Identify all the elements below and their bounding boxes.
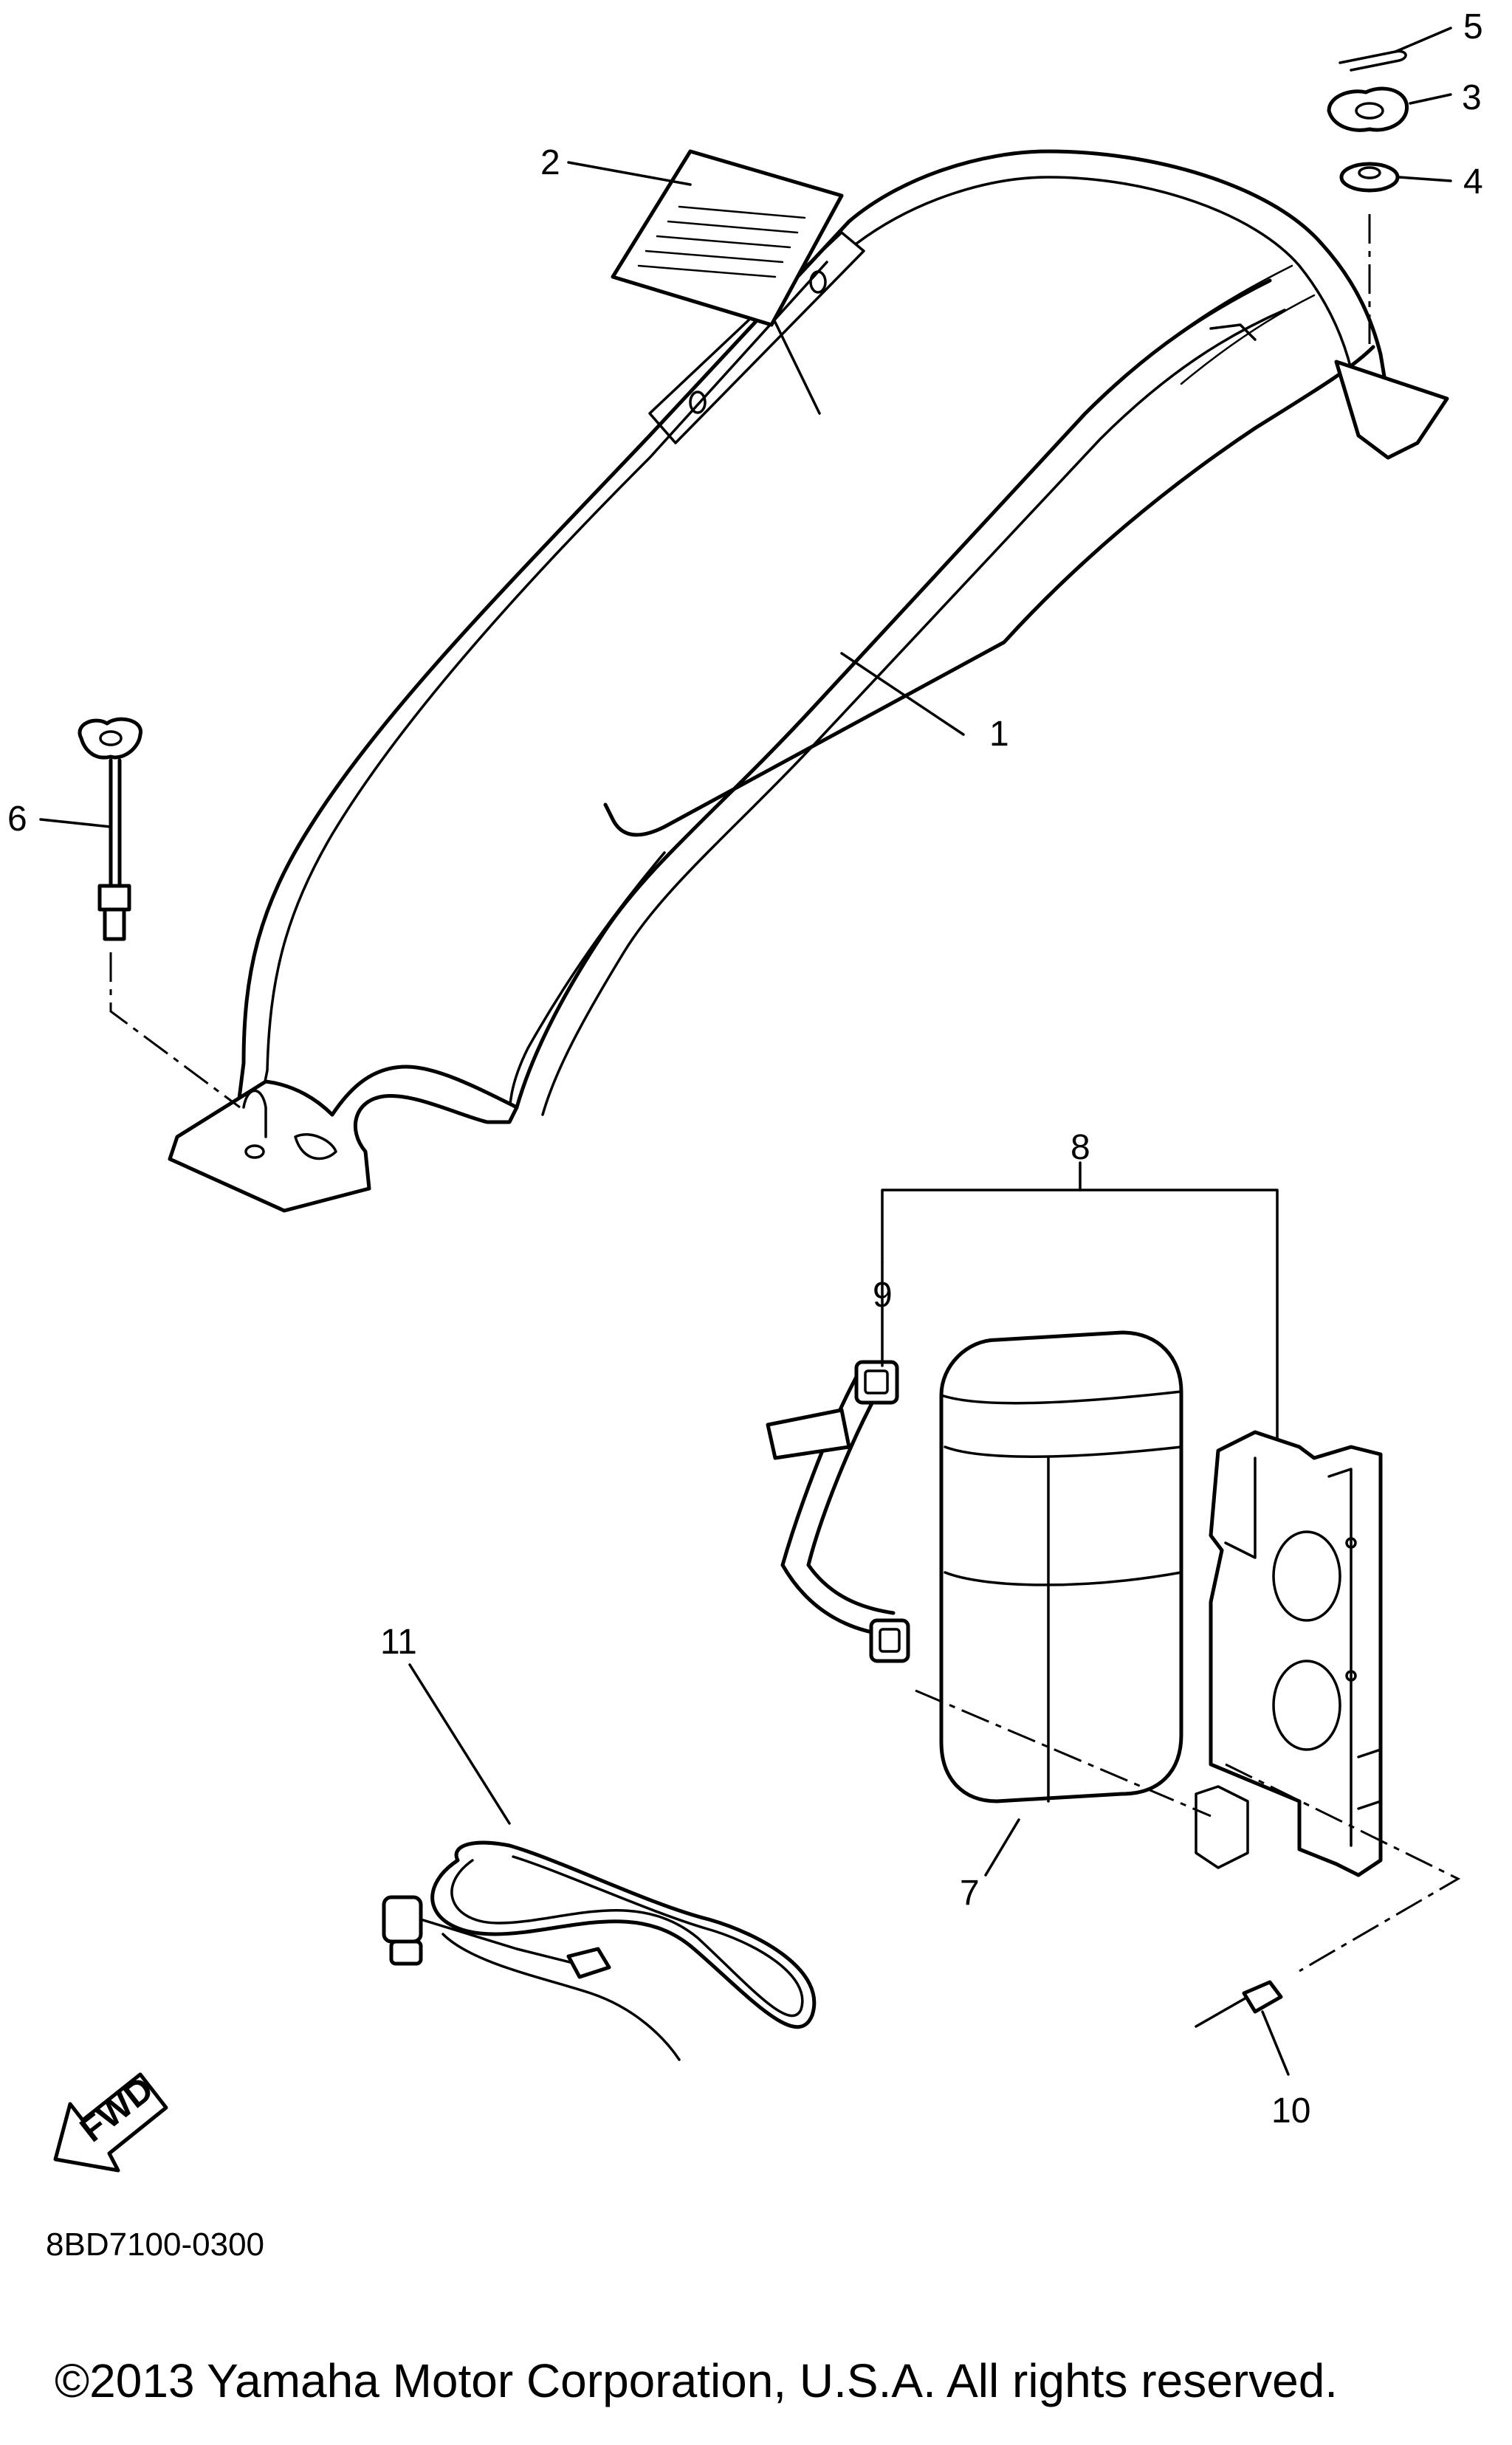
callout-11: 11 — [380, 1623, 417, 1662]
callout-3: 3 — [1462, 78, 1482, 117]
part-7-battery — [939, 1330, 1183, 1877]
callout-6: 6 — [7, 799, 27, 839]
part-11-harness — [382, 1663, 817, 2061]
part-3-wing-nut — [1327, 86, 1452, 132]
assembly-line-7 — [915, 1689, 1212, 1818]
assembly-line-6 — [109, 952, 241, 1109]
part-8-bracket-group — [881, 1161, 1279, 1441]
part-2-label — [567, 149, 844, 327]
part-5-clip — [1339, 27, 1452, 72]
part-10-rivet — [1195, 1980, 1290, 2076]
copyright-notice: ©2013 Yamaha Motor Corporation, U.S.A. A… — [55, 2354, 1339, 2407]
part-4-washer — [1339, 162, 1452, 193]
callout-5: 5 — [1463, 7, 1483, 47]
leader-1 — [840, 652, 965, 736]
callout-1: 1 — [989, 715, 1009, 754]
part-1-fender — [168, 149, 1449, 1213]
assembly-line-10 — [1225, 1763, 1461, 1973]
callout-10: 10 — [1271, 2091, 1310, 2131]
part-6-bolt — [39, 717, 142, 941]
fwd-arrow-icon: FWD — [53, 2069, 168, 2173]
drawing-code: 8BD7100-0300 — [46, 2226, 265, 2263]
callout-4: 4 — [1463, 162, 1483, 202]
callout-8: 8 — [1071, 1128, 1090, 1167]
part-8-holder-plate — [1195, 1430, 1383, 1877]
callout-9: 9 — [873, 1276, 893, 1315]
callout-7: 7 — [960, 1874, 980, 1913]
callout-2: 2 — [540, 143, 560, 182]
part-9-strap — [766, 1261, 910, 1663]
